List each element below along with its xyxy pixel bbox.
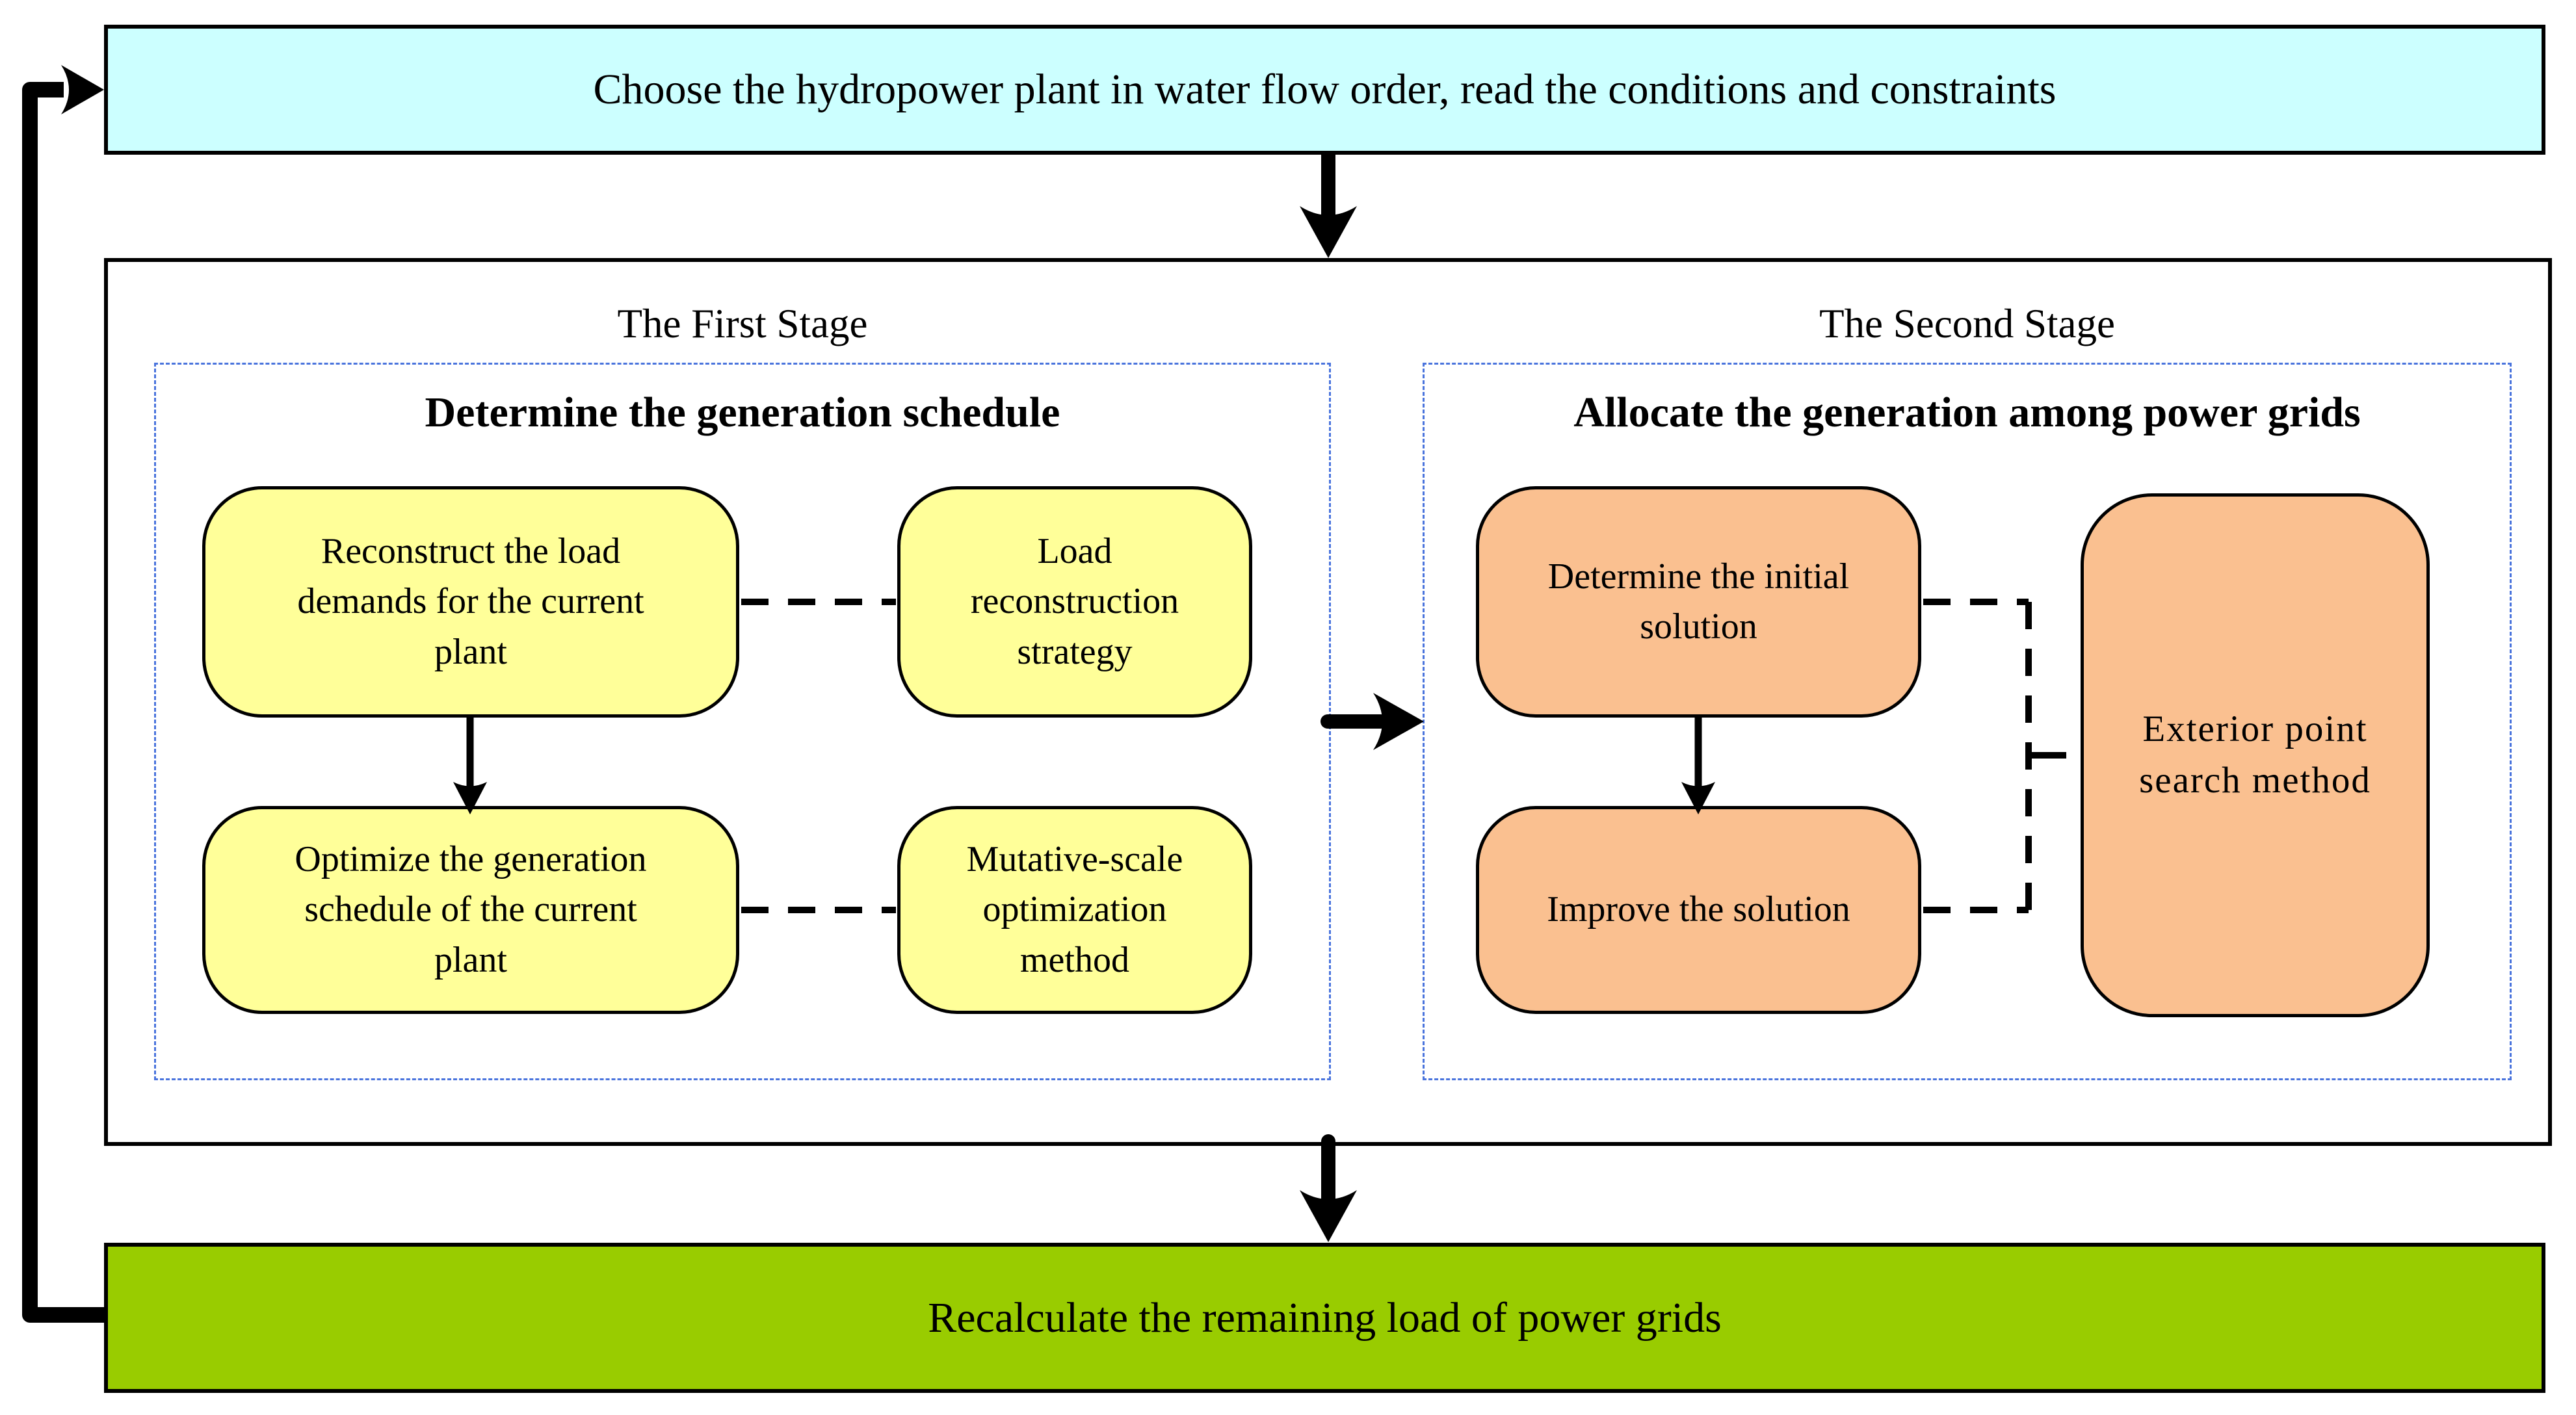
- feedback-arrow-icon: [22, 65, 104, 1323]
- recalculate-banner: Recalculate the remaining load of power …: [104, 1243, 2545, 1393]
- stage2-subtitle: Allocate the generation among power grid…: [1573, 389, 2361, 436]
- stage2-title: The Second Stage: [1819, 300, 2115, 346]
- node-exterior-point-search: Exterior point search method: [2081, 493, 2430, 1017]
- node-improve-solution: Improve the solution: [1476, 806, 1921, 1014]
- node-reconstruct-load-demands: Reconstruct the load demands for the cur…: [202, 486, 739, 718]
- choose-plant-banner: Choose the hydropower plant in water flo…: [104, 25, 2545, 155]
- stage1-title: The First Stage: [617, 300, 868, 346]
- node-load-reconstruction-strategy: Load reconstruction strategy: [897, 486, 1252, 718]
- node-determine-initial-solution: Determine the initial solution: [1476, 486, 1921, 718]
- down-arrow-bottom-icon: [1300, 1134, 1357, 1242]
- stage1-subtitle: Determine the generation schedule: [425, 389, 1060, 436]
- node-mutative-scale-method: Mutative-scale optimization method: [897, 806, 1252, 1014]
- node-optimize-generation-schedule: Optimize the generation schedule of the …: [202, 806, 739, 1014]
- down-arrow-top-icon: [1300, 155, 1357, 258]
